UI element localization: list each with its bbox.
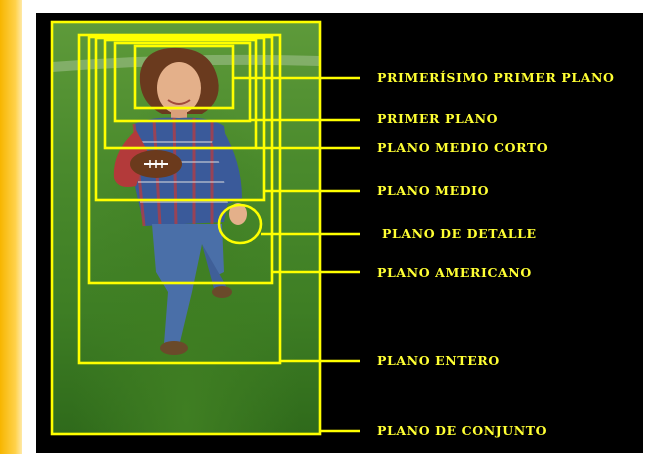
frame-plano-de-conjunto [50,20,322,436]
frame-plano-medio-corto [103,38,258,150]
label-plano-de-detalle: PLANO DE DETALLE [382,226,537,241]
accent-bar [0,0,22,454]
frame-plano-entero [77,33,282,365]
frame-plano-medio [94,36,266,202]
frame-plano-americano [87,35,274,285]
label-plano-americano: PLANO AMERICANO [377,265,532,280]
photo-child-running [52,22,320,434]
label-plano-medio: PLANO MEDIO [377,183,489,198]
label-plano-de-conjunto: PLANO DE CONJUNTO [377,423,547,438]
label-primer-plano: PRIMER PLANO [377,111,498,126]
label-plano-medio-corto: PLANO MEDIO CORTO [377,140,548,155]
label-primerisimo-primer-plano: PRIMERÍSIMO PRIMER PLANO [377,70,615,85]
frame-primer-plano [113,41,252,123]
frame-primerisimo-primer-plano [133,44,235,110]
frame-plano-de-detalle [217,203,263,245]
label-plano-entero: PLANO ENTERO [377,353,500,368]
